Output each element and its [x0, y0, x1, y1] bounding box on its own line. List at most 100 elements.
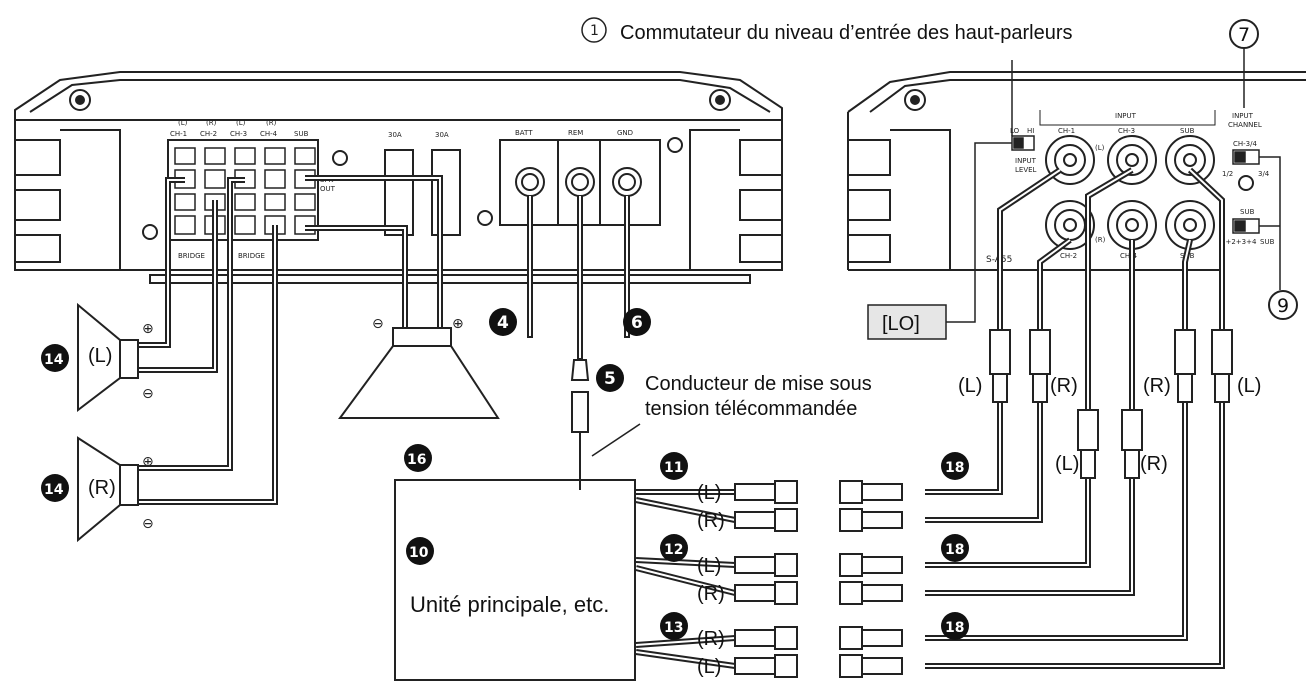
callout-18c: 18	[945, 620, 964, 636]
plus-sub: ⊕	[452, 316, 464, 332]
jack-ch1: CH-1	[1058, 127, 1075, 135]
input-level-1: INPUT	[1015, 157, 1037, 165]
rca-top-r: (R)	[1050, 375, 1078, 397]
right-amplifier	[847, 71, 1306, 271]
callout-6: 6	[631, 313, 643, 333]
speaker-left	[77, 302, 139, 413]
rca-plugs-horizontal	[734, 480, 903, 678]
rca-input-jacks	[1045, 135, 1215, 250]
sub-mark-all: 1+2+3+4	[1221, 238, 1257, 246]
speaker-wires-inner	[135, 177, 441, 503]
plus-r: ⊕	[142, 454, 154, 470]
bridge-label-1: BRIDGE	[178, 252, 205, 260]
speaker-right	[77, 436, 139, 543]
rca-top-l: (L)	[958, 375, 982, 397]
callout-18b: 18	[945, 542, 964, 558]
rca-mid-l: (L)	[1055, 453, 1079, 475]
ch34-label: CH-3/4	[1233, 140, 1257, 148]
rca-plugs-vertical	[989, 329, 1233, 479]
callout-11: 11	[664, 460, 683, 476]
ch4-side: (R)	[266, 119, 277, 127]
subwoofer	[338, 327, 500, 419]
lo-leader	[946, 60, 1281, 323]
jack-sub: SUB	[1180, 127, 1195, 135]
black-badges	[41, 308, 969, 640]
row11-l: (L)	[697, 482, 721, 504]
rca-sub-l: (L)	[1237, 375, 1261, 397]
label-ch4: CH-4	[260, 130, 278, 138]
plus-l: ⊕	[142, 321, 154, 337]
jack-side-l: (L)	[1095, 144, 1105, 152]
fuse-label-1: 30A	[388, 131, 402, 139]
row12-l: (L)	[697, 555, 721, 577]
label-ch1: CH-1	[170, 130, 187, 138]
callout-1-circle	[581, 17, 607, 43]
head-unit	[394, 479, 636, 681]
callout-5: 5	[604, 369, 616, 389]
callout-12: 12	[664, 542, 683, 558]
callout-14a: 14	[44, 352, 64, 368]
rca-cables-inner	[635, 169, 1223, 667]
input-header: INPUT	[1115, 112, 1137, 120]
minus-r: ⊖	[142, 516, 154, 532]
remote-connector	[570, 359, 590, 478]
title-note: Commutateur du niveau d’entrée des haut-…	[620, 22, 1072, 44]
power-terminals	[515, 139, 642, 226]
out-label: OUT	[320, 185, 336, 193]
minus-sub: ⊖	[372, 316, 384, 332]
rca-mid-r: (R)	[1140, 453, 1168, 475]
input-level-switch	[1011, 135, 1035, 151]
row11-r: (R)	[697, 510, 725, 532]
callout-9: 9	[1277, 295, 1289, 317]
sub-switch	[1232, 218, 1260, 234]
row13-l: (L)	[697, 656, 721, 678]
lo-box	[867, 304, 947, 340]
fuse-label-2: 30A	[435, 131, 449, 139]
remote-leader	[591, 423, 641, 457]
ch2-side: (R)	[206, 119, 217, 127]
level-hi: HI	[1027, 127, 1034, 135]
callout-1: 1	[590, 23, 599, 39]
callout-13: 13	[664, 620, 683, 636]
input-channel-1: INPUT	[1232, 112, 1254, 120]
label-ch3: CH-3	[230, 130, 247, 138]
input-channel-switch	[1232, 149, 1260, 165]
bridge-label-2: BRIDGE	[238, 252, 265, 260]
row13-r: (R)	[697, 628, 725, 650]
callout-7: 7	[1238, 24, 1250, 46]
jack-ch3: CH-3	[1118, 127, 1135, 135]
gnd-label: GND	[617, 129, 633, 137]
speaker-r-label: (R)	[88, 477, 116, 499]
input-level-2: LEVEL	[1015, 166, 1037, 174]
remote-label-1: Conducteur de mise sous	[645, 373, 872, 395]
input-channel-2: CHANNEL	[1228, 121, 1262, 129]
ch3-side: (L)	[236, 119, 246, 127]
callout-14b: 14	[44, 482, 64, 498]
sub-label: SUB	[1240, 208, 1255, 216]
lo-box-label: [LO]	[882, 313, 920, 335]
rem-label: REM	[568, 129, 583, 137]
sub-mark-sub: SUB	[1260, 238, 1275, 246]
jack-ch2: CH-2	[1060, 252, 1077, 260]
screws-right	[904, 89, 1254, 191]
rca-sub-r: (R)	[1143, 375, 1171, 397]
callout-4: 4	[497, 313, 509, 333]
callout-10: 10	[409, 545, 429, 561]
jack-ch4: CH-4	[1120, 252, 1138, 260]
minus-l: ⊖	[142, 386, 154, 402]
head-unit-label: Unité principale, etc.	[410, 592, 609, 617]
ch-mark-34: 3/4	[1258, 170, 1270, 178]
callout-18a: 18	[945, 460, 964, 476]
ch-mark-12: 1/2	[1222, 170, 1233, 178]
row12-r: (R)	[697, 583, 725, 605]
screws-left	[69, 89, 731, 240]
callout-16: 16	[407, 452, 426, 468]
jack-side-r: (R)	[1095, 236, 1106, 244]
level-lo: LO	[1010, 127, 1020, 135]
label-ch2: CH-2	[200, 130, 217, 138]
label-sub: SUB	[294, 130, 309, 138]
left-amplifier	[14, 71, 783, 284]
batt-label: BATT	[515, 129, 533, 137]
speaker-l-label: (L)	[88, 345, 112, 367]
